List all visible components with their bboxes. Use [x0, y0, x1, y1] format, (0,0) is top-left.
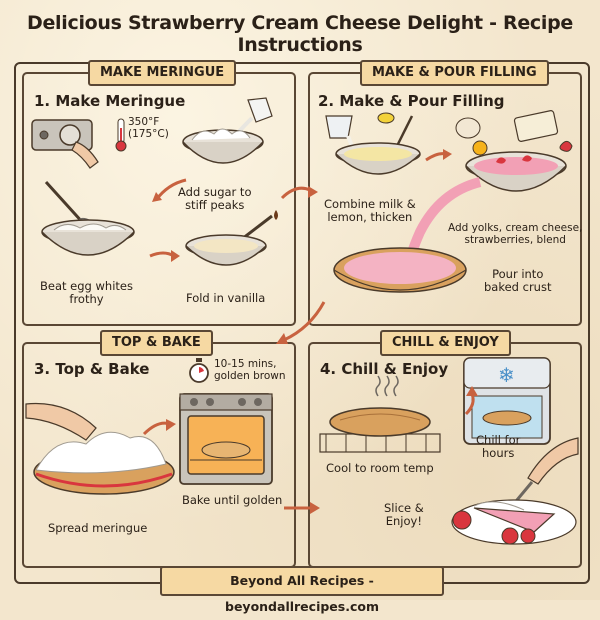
strawberry-blend-bowl-illustration: [455, 110, 573, 192]
vanilla-bowl-illustration: [185, 210, 278, 266]
oven-dial-icon: [31, 119, 99, 169]
oven-illustration: [179, 393, 273, 485]
thermometer-icon: [115, 118, 127, 152]
caption-add-yolks: Add yolks, cream cheese, strawberries, b…: [448, 222, 583, 246]
step-3-heading: 3. Top & Bake: [34, 360, 150, 378]
milk-lemon-bowl-illustration: [325, 112, 421, 175]
banner-chill-enjoy: CHILL & ENJOY: [370, 330, 521, 356]
caption-pour-into-crust: Pour into baked crust: [484, 267, 552, 294]
fridge-illustration: ❄: [463, 357, 551, 445]
arrow-icon: [464, 386, 478, 416]
caption-cool-to-room-temp: Cool to room temp: [326, 461, 434, 475]
arrow-icon: [284, 502, 320, 514]
arrow-icon: [425, 149, 452, 162]
step-2-heading: 2. Make & Pour Filling: [318, 92, 505, 110]
banner-make-pour-filling: MAKE & POUR FILLING: [350, 60, 559, 86]
banner-top-bake: TOP & BAKE: [90, 330, 223, 356]
svg-text:❄: ❄: [498, 363, 515, 387]
oven-temperature: 350°F (175°C): [128, 116, 169, 140]
banner-make-meringue: MAKE MERINGUE: [77, 60, 247, 86]
arrow-icon: [280, 186, 318, 200]
whisk-bowl-illustration: [41, 180, 135, 256]
arrow-icon: [142, 419, 176, 436]
spread-meringue-illustration: [25, 402, 175, 495]
sugar-bowl-illustration: [182, 97, 273, 164]
caption-chill-for-hours: Chill for hours: [476, 433, 521, 460]
caption-fold-in-vanilla: Fold in vanilla: [186, 291, 266, 305]
page-title: Delicious Strawberry Cream Cheese Deligh…: [27, 12, 573, 56]
cooling-pie-illustration: [319, 407, 441, 453]
arrow-icon: [149, 250, 180, 262]
caption-slice-enjoy: Slice & Enjoy!: [384, 501, 424, 528]
caption-bake-until-golden: Bake until golden: [182, 493, 283, 507]
pie-slice-illustration: [451, 437, 579, 545]
step-1-heading: 1. Make Meringue: [34, 92, 186, 110]
caption-add-sugar: Add sugar to stiff peaks: [178, 185, 252, 212]
arrow-icon: [276, 301, 326, 344]
step-4-heading: 4. Chill & Enjoy: [320, 360, 449, 378]
arrow-icon: [152, 178, 187, 202]
paper-background: [0, 0, 600, 600]
steam-icon: [375, 375, 399, 397]
timer-icon: [189, 358, 209, 383]
caption-beat-egg-whites: Beat egg whites frothy: [40, 279, 133, 306]
pie-crust-pour-illustration: [333, 177, 482, 293]
caption-spread-meringue: Spread meringue: [48, 521, 148, 535]
timer-note: 10-15 mins, golden brown: [214, 358, 286, 382]
footer-credit: Beyond All Recipes - beyondallrecipes.co…: [148, 566, 456, 614]
caption-combine-milk: Combine milk & lemon, thicken: [324, 197, 416, 224]
